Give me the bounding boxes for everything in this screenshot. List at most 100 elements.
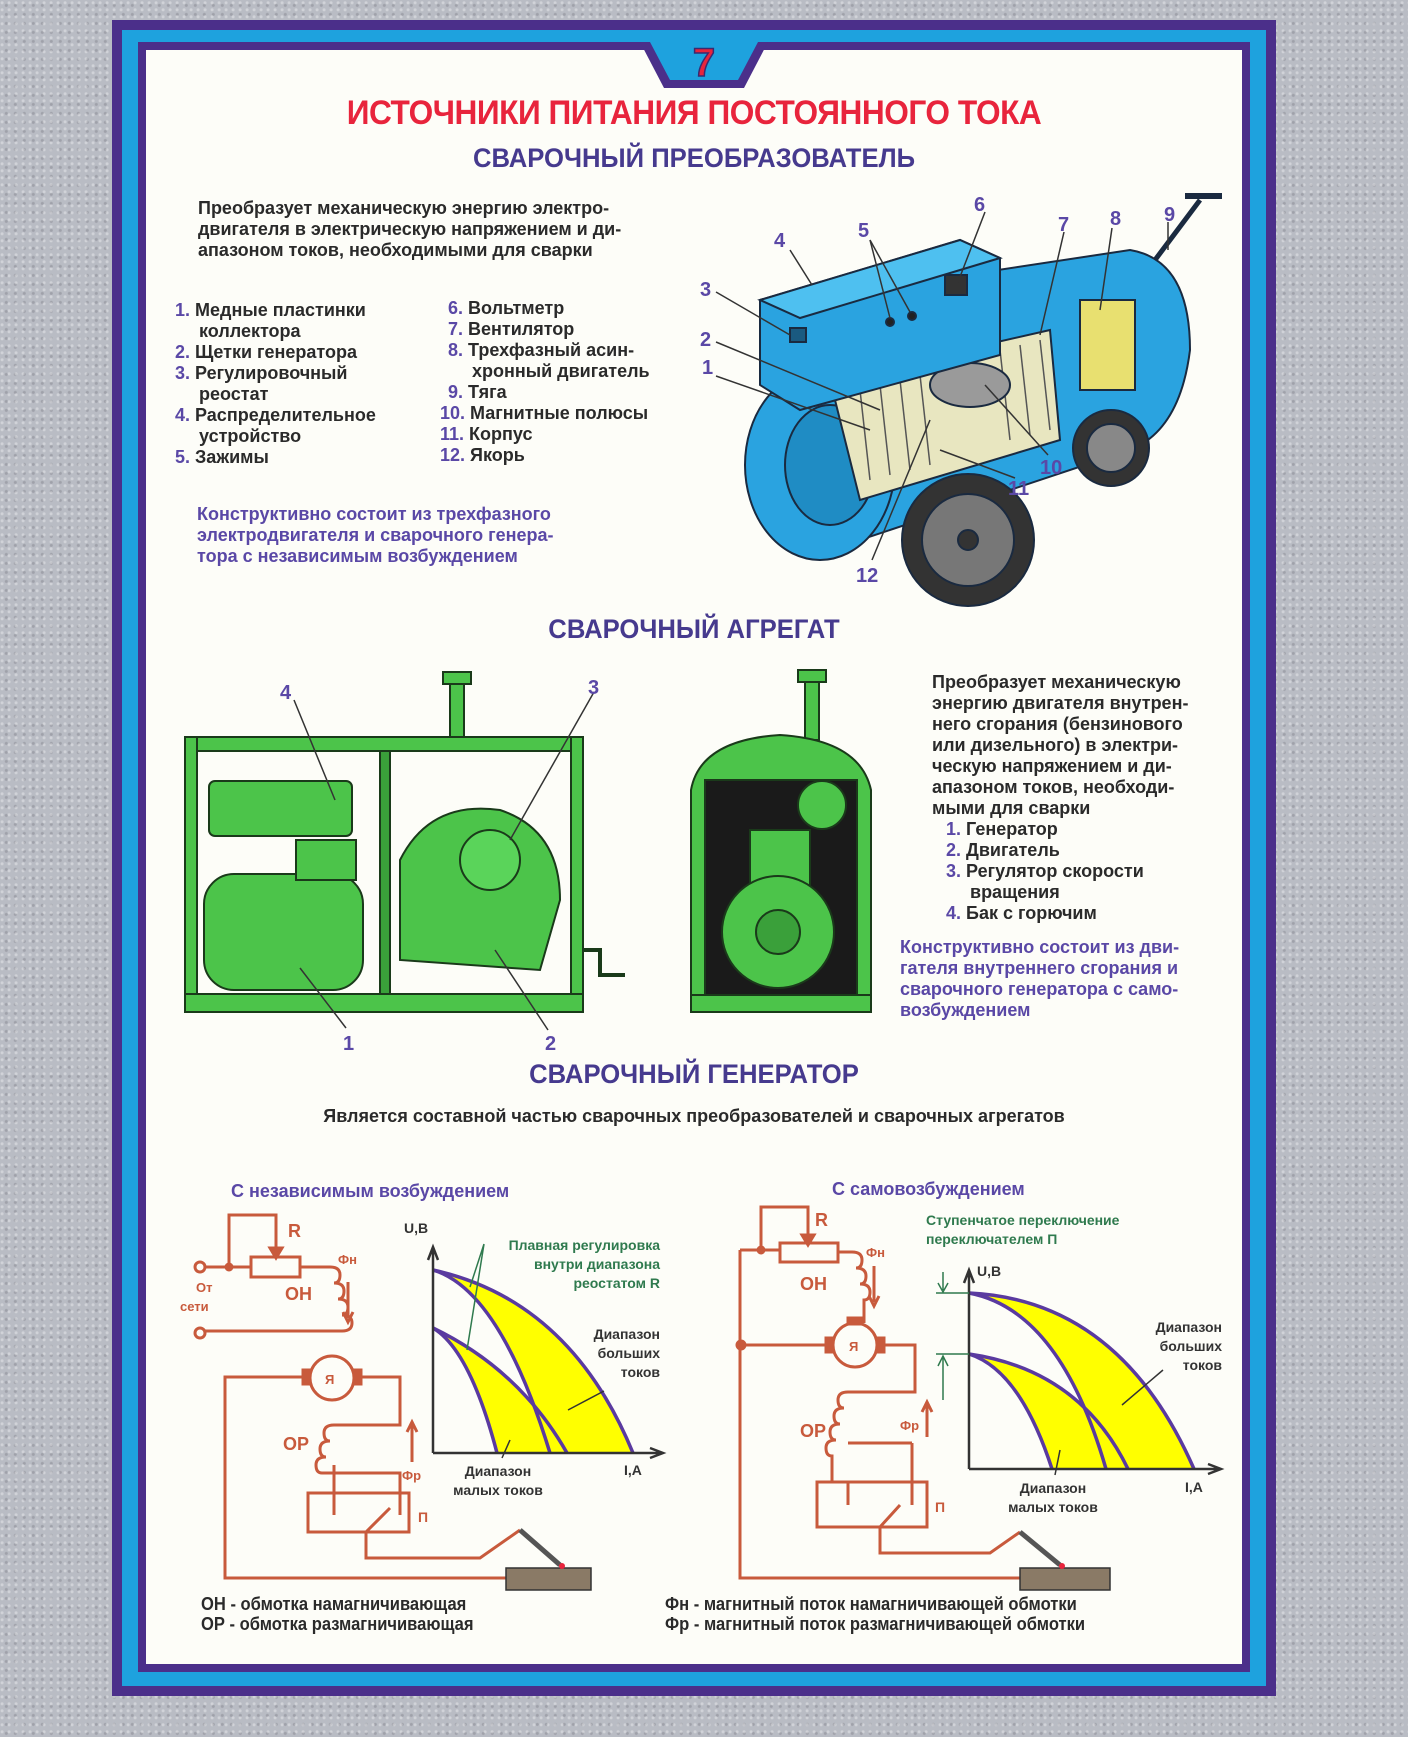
fuel-tank: [208, 780, 353, 837]
low-range-label: малых токов: [1008, 1499, 1098, 1515]
voltmeter: [944, 274, 968, 296]
label-switch: П: [418, 1509, 428, 1525]
list-item: 1. Медные пластинки: [175, 300, 376, 321]
callout-1: 1: [702, 357, 713, 379]
list-item: 5. Зажимы: [175, 447, 376, 468]
item-text: Регулировочный: [195, 363, 348, 383]
list-item: 3. Регулятор скорости: [946, 861, 1188, 882]
label-R: R: [815, 1210, 828, 1230]
callout-7: 7: [1058, 214, 1069, 236]
list-item: 4. Бак с горючим: [946, 903, 1188, 924]
item-text: Корпус: [469, 424, 533, 444]
frame-left: [184, 736, 198, 1013]
big-wheel-hub: [957, 529, 979, 551]
item-number: 7.: [448, 319, 464, 339]
list-item: 3. Регулировочный: [175, 363, 376, 384]
high-range-label: Диапазон: [594, 1326, 660, 1342]
fan: [1079, 299, 1136, 391]
side-base: [690, 994, 872, 1013]
flux-arrow-r: [405, 1418, 419, 1462]
wire: [738, 1250, 1020, 1580]
aggregate-description: Преобразует механическую энергию двигате…: [932, 672, 1188, 924]
item-number: 3.: [175, 363, 191, 383]
item-number: 2.: [175, 342, 191, 362]
high-range-label: Диапазон: [1156, 1319, 1222, 1335]
callout-9: 9: [1164, 204, 1175, 226]
generator-subtitle: Является составной частью сварочных прео…: [323, 1106, 1065, 1126]
legend-fluxes: Фн - магнитный поток намагничивающей обм…: [665, 1594, 1085, 1634]
generator-body: [203, 873, 364, 991]
flux-arrow-n: [867, 1266, 881, 1310]
poster-number: 7: [693, 41, 715, 85]
callout-11: 11: [1008, 478, 1029, 500]
label-Fr: Фр: [900, 1418, 919, 1433]
text-line: тора с независимым возбуждением: [197, 546, 518, 566]
low-range-area: [969, 1354, 1128, 1469]
converter-description: Преобразует механическую энергию электро…: [198, 198, 621, 261]
side-generator-hub: [755, 909, 801, 955]
item-text: хронный двигатель: [472, 361, 650, 381]
callout-8: 8: [1110, 208, 1121, 230]
note-line: реостатом R: [573, 1275, 660, 1291]
low-range-area: [433, 1328, 567, 1453]
callout-2: 2: [545, 1033, 556, 1055]
frame-top: [184, 736, 584, 752]
item-text: устройство: [199, 426, 302, 446]
item-text: коллектора: [199, 321, 301, 341]
y-axis-label: U,В: [404, 1220, 428, 1236]
frame-post: [379, 750, 391, 995]
text-line: Преобразует механическую энергию электро…: [198, 198, 610, 218]
item-number: 6.: [448, 298, 464, 318]
number-notch-fill: [650, 42, 758, 80]
callout-4: 4: [774, 230, 786, 252]
text-line: Конструктивно состоит из трехфазного: [197, 504, 551, 524]
legend-line: ОР - обмотка размагничивающая: [201, 1614, 474, 1634]
text-line: апазоном токов, необходимыми для сварки: [198, 240, 593, 260]
armature-windings: [859, 339, 1051, 481]
exhaust-pipe: [449, 679, 465, 741]
item-text: Медные пластинки: [195, 300, 366, 320]
item-text: Вентилятор: [468, 319, 575, 339]
exhaust-cap: [442, 671, 472, 685]
self-circuit: [735, 1205, 1111, 1591]
rheostat: [789, 327, 807, 343]
junction: [735, 1339, 747, 1351]
item-number: 2.: [946, 840, 962, 860]
item-text: Бак с горючим: [966, 903, 1097, 923]
text-line: Конструктивно состоит из дви-: [900, 937, 1180, 957]
callout-1: 1: [343, 1033, 354, 1055]
list-item: 10. Магнитные полюсы: [440, 403, 650, 424]
item-text: Зажимы: [195, 447, 269, 467]
label-armature: Я: [325, 1372, 334, 1387]
legend-line: Фр - магнитный поток размагничивающей об…: [665, 1614, 1086, 1634]
callout-lines: [715, 211, 1169, 561]
list-item: 4. Распределительное: [175, 405, 376, 426]
range-pointer: [501, 1390, 605, 1459]
label-armature: Я: [849, 1339, 858, 1354]
list-item: 1. Генератор: [946, 819, 1188, 840]
list-item: 7. Вентилятор: [448, 319, 650, 340]
list-item: 8. Трехфазный асин-: [448, 340, 650, 361]
clamp: [907, 311, 917, 321]
text-line: апазоном токов, необходи-: [932, 777, 1175, 797]
list-item: 6. Вольтметр: [448, 298, 650, 319]
rheostat-R: [778, 1241, 840, 1264]
high-range-area: [969, 1293, 1194, 1469]
callout-10: 10: [1040, 457, 1062, 479]
label-OR: ОР: [283, 1434, 309, 1454]
item-number: 11.: [440, 424, 465, 444]
label-ON: ОН: [800, 1274, 827, 1294]
label-from-net: От: [196, 1280, 212, 1295]
text-line: двигателя в электрическую напряжением и …: [198, 219, 622, 239]
wire: [205, 1213, 330, 1269]
converter-construction: Конструктивно состоит из трехфазного эле…: [197, 504, 554, 567]
brush: [352, 1368, 363, 1386]
item-text: Двигатель: [966, 840, 1060, 860]
text-line: возбуждением: [900, 1000, 1031, 1020]
callout-5: 5: [858, 220, 869, 242]
low-range-label: малых токов: [453, 1482, 543, 1498]
workpiece: [1019, 1567, 1111, 1591]
wiper-arrow: [799, 1233, 817, 1248]
brush: [846, 1316, 864, 1326]
item-number: 8.: [448, 340, 464, 360]
